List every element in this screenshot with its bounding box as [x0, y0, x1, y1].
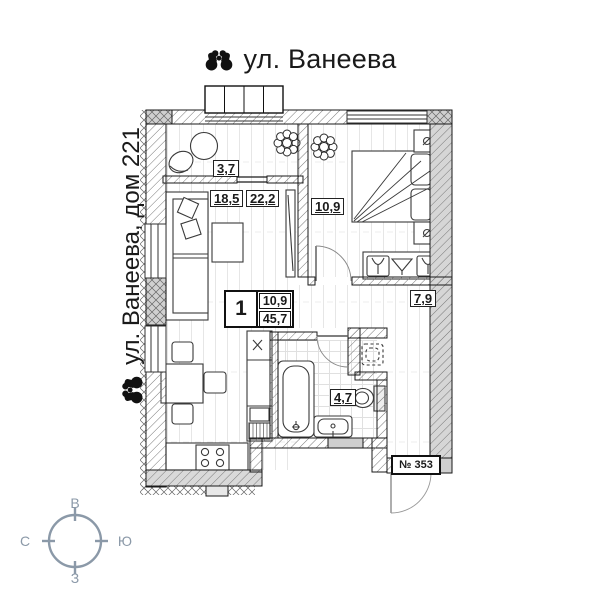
plant-icon — [273, 129, 301, 157]
room-area-label-bedroom: 10,9 — [311, 198, 345, 215]
bedroom-door-swing — [315, 245, 352, 282]
bedroom-hall-wall — [307, 276, 316, 286]
exterior-insulation — [140, 486, 255, 495]
window — [144, 223, 167, 279]
balcony-table — [189, 131, 219, 161]
tv-panel — [285, 189, 296, 278]
binoculars-icon — [122, 376, 143, 404]
living-bedroom-wall — [297, 123, 309, 278]
vent-grill — [248, 422, 271, 440]
street-name-top: ул. Ванеева — [0, 44, 600, 75]
furniture — [160, 129, 444, 471]
chair — [171, 403, 194, 425]
chair — [171, 341, 194, 363]
doors — [315, 245, 432, 514]
sofa — [165, 191, 209, 321]
niche-wall — [347, 327, 388, 339]
street-name-left: ул. Ванеева, дом 221 — [113, 101, 151, 431]
niche-wall — [354, 371, 388, 381]
hallway-floor — [387, 285, 430, 458]
bed-pillow — [410, 153, 432, 186]
dining-table — [160, 363, 204, 404]
room-area-label-bathroom: 4,7 — [330, 389, 357, 406]
compass-west-label: З — [70, 570, 80, 586]
bathtub — [277, 360, 315, 438]
windows — [144, 85, 428, 373]
kitchen-counter-bottom — [165, 442, 249, 471]
plant-icon — [310, 133, 338, 161]
window — [346, 110, 428, 124]
stove — [195, 444, 230, 471]
sofa-pillow — [180, 218, 202, 240]
room-area-label-balcony: 3,7 — [213, 160, 240, 177]
bed — [351, 150, 435, 223]
mirror-icon — [390, 258, 414, 275]
coffee-table — [211, 222, 244, 263]
stamp-total-area: 45,7 — [259, 311, 291, 327]
sink-icon — [252, 339, 263, 351]
exterior-insulation — [140, 110, 146, 490]
compass-east-label: В — [70, 495, 80, 511]
bed-pillow — [410, 188, 432, 221]
wall-step — [205, 485, 229, 497]
compass-south-label: Ю — [117, 533, 133, 549]
bottom-wall-bathroom — [249, 437, 388, 449]
faucet-icon — [292, 421, 300, 428]
street-name-top-text: ул. Ванеева — [243, 44, 397, 74]
bathroom-wall — [269, 331, 318, 341]
compass-north-label: С — [19, 533, 31, 549]
stamp-room-count: 1 — [226, 292, 258, 326]
hallway-floor — [298, 285, 387, 328]
compass-rose — [42, 508, 108, 574]
entry-door-swing — [390, 472, 432, 514]
apartment-number-plate: № 353 — [391, 455, 441, 475]
stamp-living-area: 10,9 — [259, 293, 291, 309]
chair — [203, 371, 227, 394]
bathroom-door-swing — [316, 335, 349, 368]
bathroom-sink — [313, 415, 353, 438]
bedroom-hall-wall — [351, 276, 453, 286]
balcony-partition — [162, 175, 238, 184]
kitchen-counter-column — [246, 330, 273, 442]
washing-machine — [361, 343, 384, 366]
room-area-label-living: 18,5 — [210, 190, 244, 207]
room-area-label-hallway: 7,9 — [410, 290, 437, 307]
sofa-pillow — [176, 196, 200, 220]
room-area-label-kitchen-living: 22,2 — [246, 190, 280, 207]
apartment-stamp: 1 10,9 45,7 — [224, 290, 294, 328]
window — [144, 325, 167, 373]
bathroom-wall — [269, 331, 279, 439]
bathroom-wall — [376, 379, 388, 439]
street-name-left-text: ул. Ванеева, дом 221 — [118, 127, 145, 365]
binoculars-icon — [205, 49, 232, 70]
